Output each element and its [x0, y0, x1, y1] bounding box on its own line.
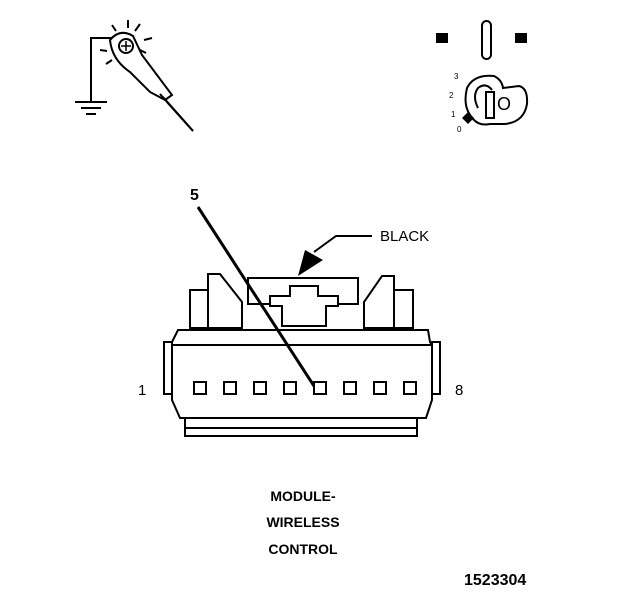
pin-cavity-4 [283, 381, 297, 395]
pin-cavity-2 [223, 381, 237, 395]
ignition-key-icon [436, 20, 529, 126]
pin-cavity-1 [193, 381, 207, 395]
caption-line-3: CONTROL [268, 541, 338, 557]
ignition-position-2: 2 [449, 91, 454, 100]
pin-cavity-5 [313, 381, 327, 395]
ignition-position-3: 3 [454, 72, 459, 81]
connector-housing [163, 273, 441, 437]
pin-cavity-6 [343, 381, 357, 395]
ignition-key-letter: O [497, 94, 512, 114]
pin-cavities [193, 381, 417, 395]
ignition-position-1: 1 [451, 110, 456, 119]
test-probe-icon [75, 20, 194, 132]
wire-color-arrow [298, 235, 372, 276]
pin-cavity-3 [253, 381, 267, 395]
pin-cavity-7 [373, 381, 387, 395]
figure-id: 1523304 [464, 572, 527, 589]
pin-number-right: 8 [455, 382, 464, 399]
pin-callout: 5 [190, 187, 199, 204]
caption-line-1: MODULE- [270, 488, 336, 504]
pin-number-left: 1 [138, 382, 147, 399]
wire-color-label: BLACK [380, 228, 430, 245]
callout-leader [196, 206, 316, 387]
pin-cavity-8 [403, 381, 417, 395]
ignition-position-0: 0 [457, 125, 462, 134]
caption-line-2: WIRELESS [266, 514, 340, 530]
